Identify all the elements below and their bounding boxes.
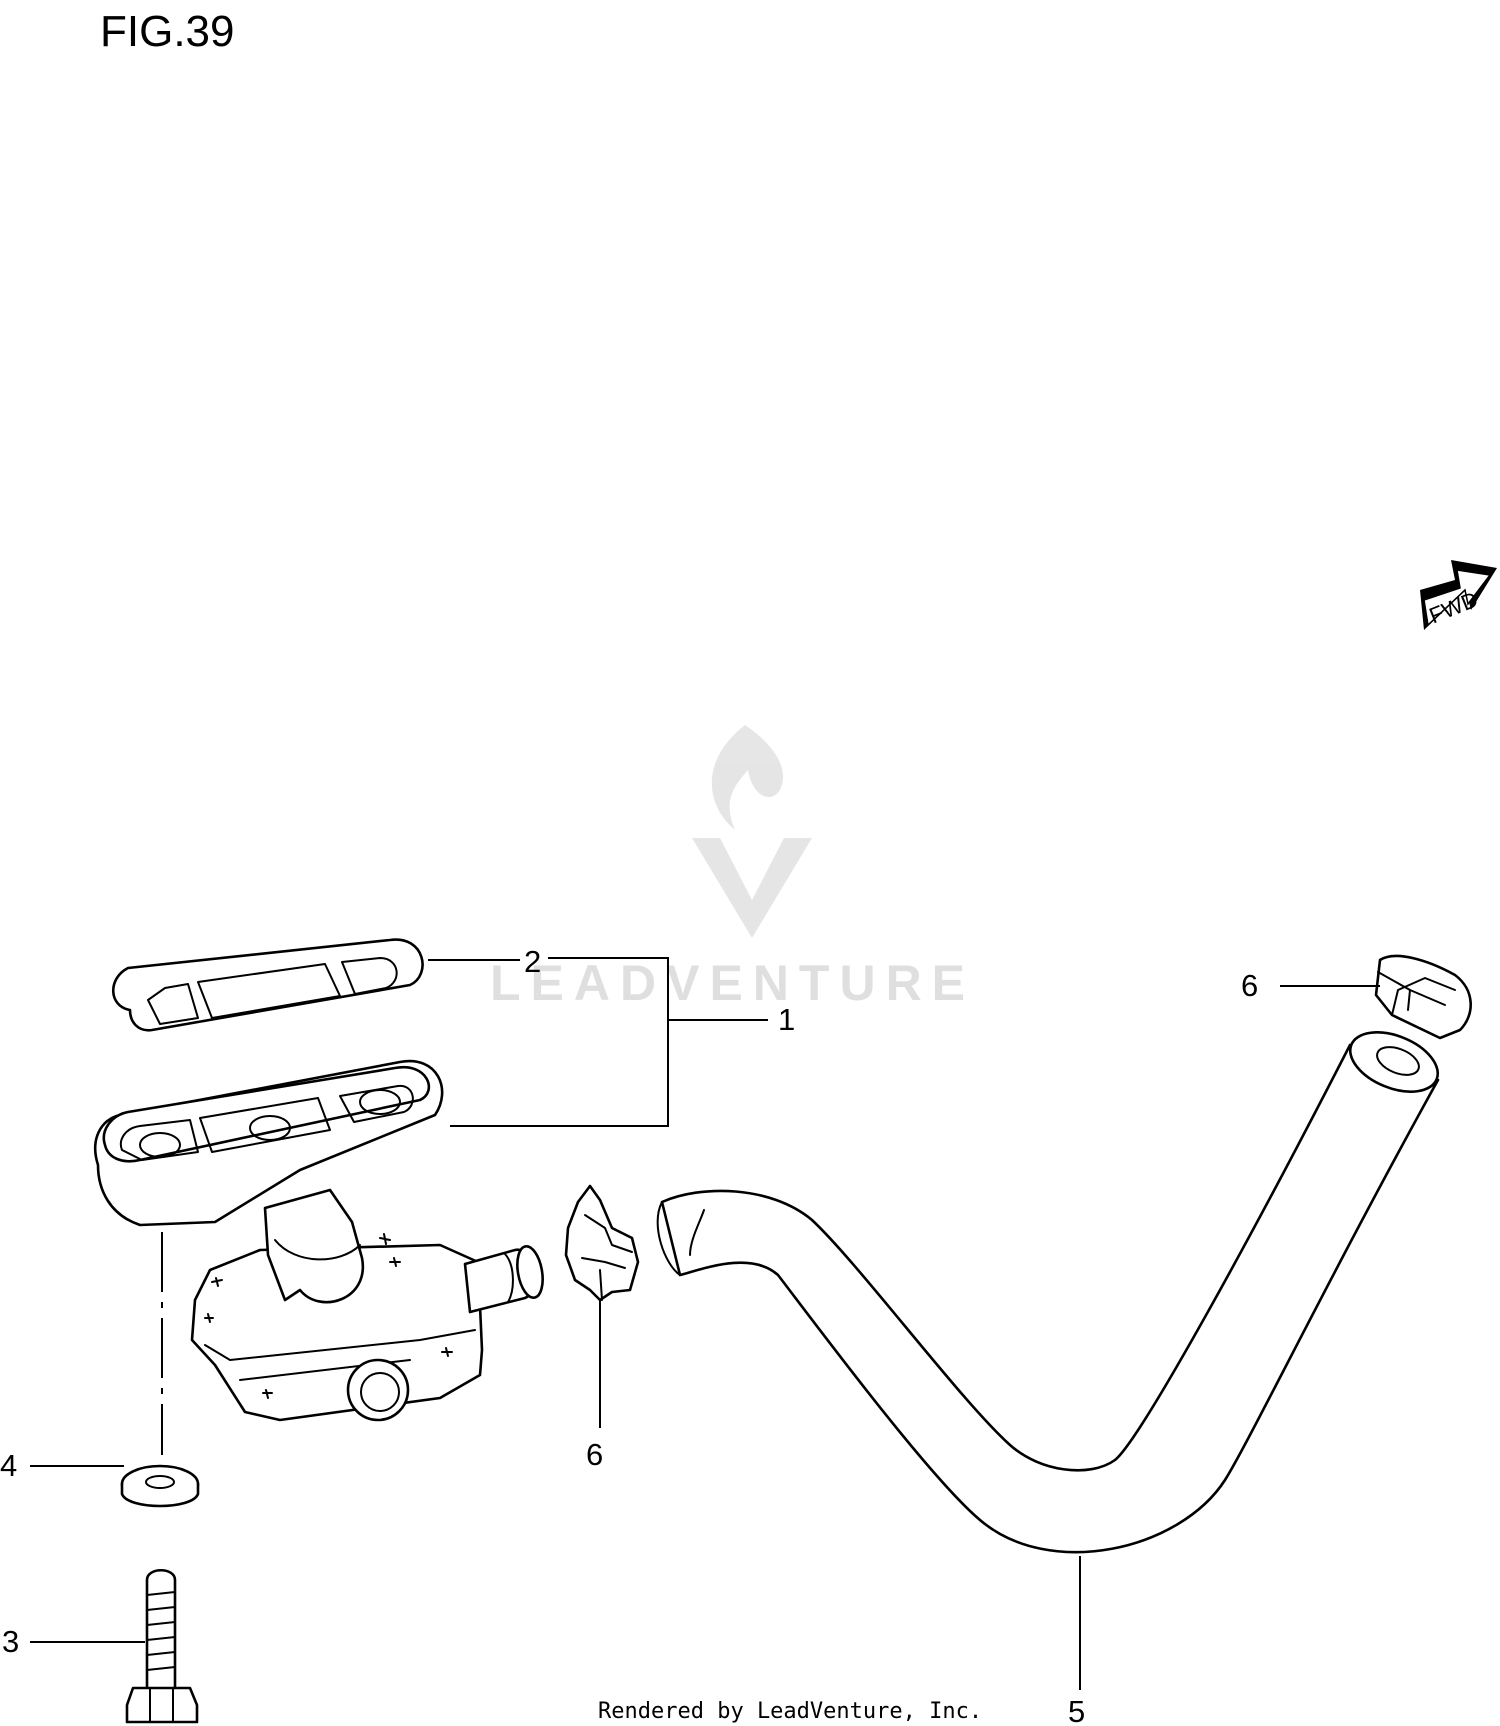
callout-6-right: 6 (1241, 968, 1258, 1003)
callout-3: 3 (2, 1624, 19, 1659)
callout-2: 2 (524, 944, 541, 979)
figure-title: FIG.39 (100, 7, 235, 56)
fuel-hose-part-5 (656, 1031, 1440, 1554)
leadventure-watermark: LEADVENTURE (490, 725, 975, 1011)
fwd-arrow-icon: FWD (1420, 560, 1497, 630)
fuel-cock-part-1 (93, 1059, 544, 1422)
bolt-part-3 (125, 1568, 199, 1724)
clamp-part-6-left (564, 1184, 640, 1302)
callout-6-left: 6 (586, 1437, 603, 1472)
clamp-part-6-right (1374, 954, 1472, 1040)
callout-5: 5 (1068, 1694, 1085, 1726)
washer-part-4 (120, 1464, 200, 1508)
watermark-text: LEADVENTURE (490, 955, 975, 1011)
footer-credit: Rendered by LeadVenture, Inc. (598, 1699, 982, 1724)
callout-4: 4 (0, 1448, 17, 1483)
leader-lines (30, 957, 1380, 1690)
gasket-part-2 (112, 938, 424, 1032)
callout-1: 1 (778, 1002, 795, 1037)
